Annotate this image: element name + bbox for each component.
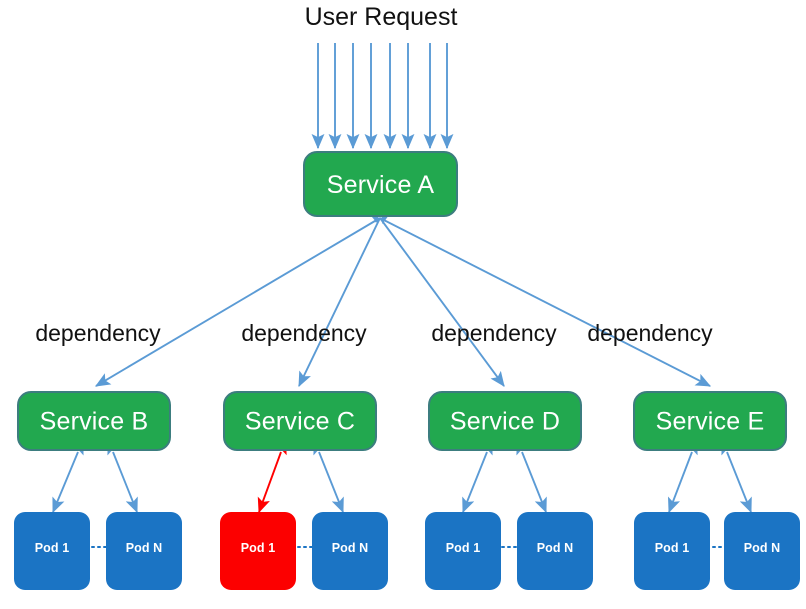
node-service-a[interactable]: Service A xyxy=(303,151,458,217)
service-e-pod-n-label: Pod N xyxy=(744,541,781,555)
dependency-arrow-service-e xyxy=(367,211,712,387)
service-b-box[interactable] xyxy=(17,391,171,451)
service-e-label: Service E xyxy=(656,408,765,436)
service-d-label: Service D xyxy=(450,408,560,436)
service-c-pod-1-box[interactable] xyxy=(220,512,296,590)
dependency-arrow-service-b xyxy=(95,210,393,387)
node-service-d-pod-1[interactable]: Pod 1 xyxy=(425,512,501,590)
dependency-arrow-group xyxy=(95,205,712,388)
node-service-e[interactable]: Service E xyxy=(633,391,787,451)
node-service-b-pod-1[interactable]: Pod 1 xyxy=(14,512,90,590)
service-b-pod-1-label: Pod 1 xyxy=(35,541,70,555)
service-c-pod-1-label: Pod 1 xyxy=(241,541,276,555)
service-pod-arrow-group xyxy=(52,438,752,514)
node-service-c[interactable]: Service C xyxy=(223,391,377,451)
service-d-pod-1-box[interactable] xyxy=(425,512,501,590)
diagram-title: User Request xyxy=(305,3,458,31)
arrow-service-c-pod-n xyxy=(313,438,344,514)
node-service-e-pod-1[interactable]: Pod 1 xyxy=(634,512,710,590)
service-d-pod-n-box[interactable] xyxy=(517,512,593,590)
arrow-service-c-pod-1 xyxy=(257,438,287,514)
service-b-pod-n-label: Pod N xyxy=(126,541,163,555)
arrow-service-b-pod-1 xyxy=(52,439,84,514)
arrow-service-d-pod-n xyxy=(516,438,547,514)
dependency-arrow-service-d xyxy=(371,206,505,387)
service-e-pod-1-label: Pod 1 xyxy=(655,541,690,555)
node-service-b-pod-n[interactable]: Pod N xyxy=(106,512,182,590)
node-service-c-pod-n[interactable]: Pod N xyxy=(312,512,388,590)
node-service-d[interactable]: Service D xyxy=(428,391,582,451)
service-e-pod-n-box[interactable] xyxy=(724,512,800,590)
node-service-e-pod-n[interactable]: Pod N xyxy=(724,512,800,590)
service-c-pod-n-label: Pod N xyxy=(332,541,369,555)
dependency-label-1: dependency xyxy=(35,320,161,346)
dependency-label-2: dependency xyxy=(241,320,367,346)
arrow-service-d-pod-1 xyxy=(462,438,493,514)
arrow-service-e-pod-n xyxy=(721,438,752,514)
node-service-d-pod-n[interactable]: Pod N xyxy=(517,512,593,590)
service-b-pod-n-box[interactable] xyxy=(106,512,182,590)
service-c-label: Service C xyxy=(245,408,355,436)
arrow-service-b-pod-n xyxy=(107,438,138,514)
dependency-label-4: dependency xyxy=(587,320,713,346)
service-d-pod-1-label: Pod 1 xyxy=(446,541,481,555)
service-d-box[interactable] xyxy=(428,391,582,451)
service-a-label: Service A xyxy=(327,171,435,199)
ingress-arrow-group xyxy=(311,43,454,150)
arrow-service-e-pod-1 xyxy=(668,438,698,514)
service-a-box[interactable] xyxy=(303,151,458,217)
service-d-pod-n-label: Pod N xyxy=(537,541,574,555)
service-e-box[interactable] xyxy=(633,391,787,451)
node-service-c-pod-1[interactable]: Pod 1 xyxy=(220,512,296,590)
dependency-arrow-service-c xyxy=(298,205,387,388)
dependency-label-3: dependency xyxy=(431,320,557,346)
service-b-pod-1-box[interactable] xyxy=(14,512,90,590)
service-e-pod-1-box[interactable] xyxy=(634,512,710,590)
node-service-b[interactable]: Service B xyxy=(17,391,171,451)
service-b-label: Service B xyxy=(40,408,149,436)
service-c-pod-n-box[interactable] xyxy=(312,512,388,590)
service-c-box[interactable] xyxy=(223,391,377,451)
